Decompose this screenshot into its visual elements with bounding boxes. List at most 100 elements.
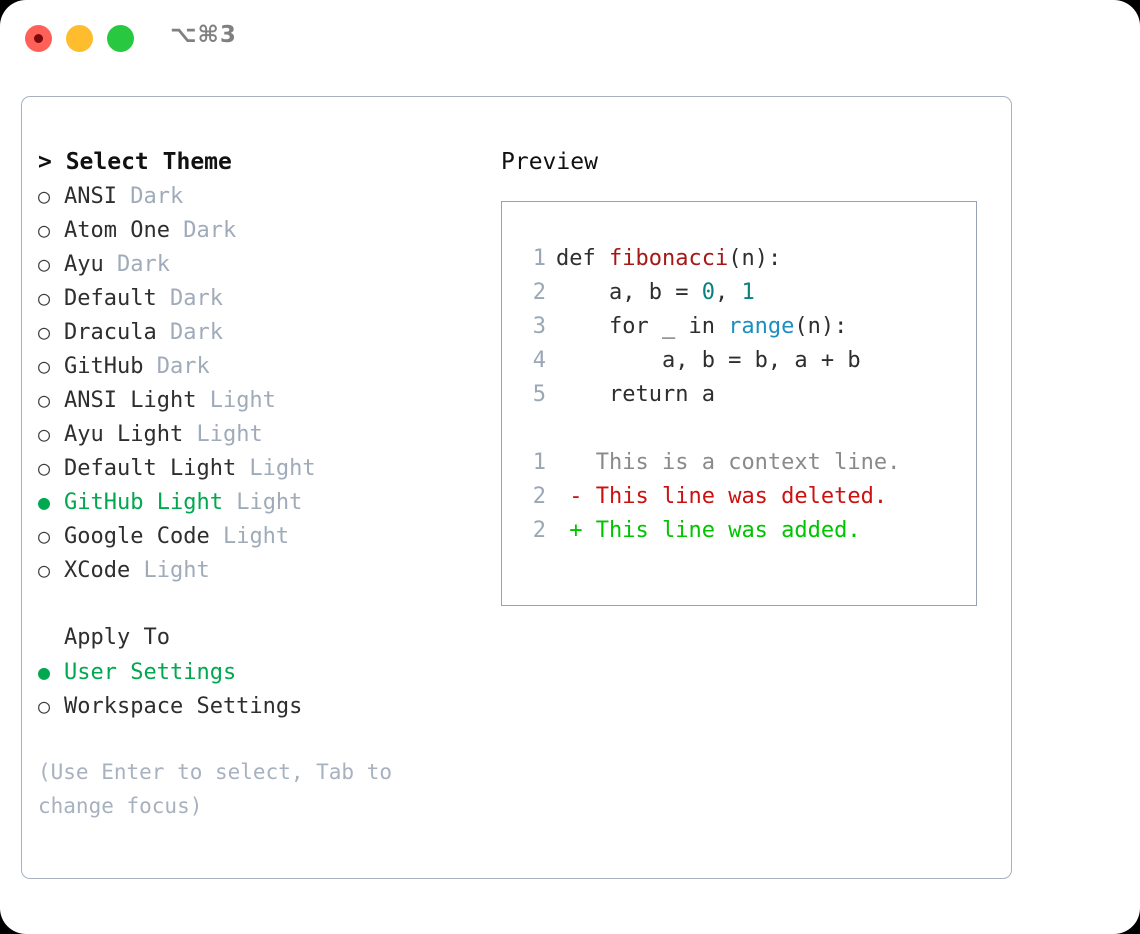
diff-marker: +: [556, 518, 583, 543]
theme-option-kind: Light: [196, 388, 276, 413]
diff-line-add: 2 + This line was added.: [524, 514, 970, 548]
line-number: 2: [532, 280, 546, 305]
apply-to-list: ● User Settings ○Workspace Settings: [38, 655, 488, 723]
code-token: fibonacci: [608, 246, 729, 271]
theme-option-label: ANSI Light: [64, 388, 197, 413]
code-token: return a: [556, 382, 715, 407]
theme-option-kind: Dark: [103, 252, 170, 277]
line-number: 2: [532, 484, 546, 509]
theme-option-ansi-light[interactable]: ○ ANSI Light Light: [38, 383, 488, 417]
line-number: 5: [532, 382, 546, 407]
theme-option-label: Ayu Light: [64, 422, 184, 447]
theme-option-ansi[interactable]: ○ANSI Dark: [38, 179, 488, 213]
theme-option-label: Default: [64, 286, 157, 311]
theme-option-label: GitHub: [64, 354, 144, 379]
diff-text: This line was deleted.: [582, 484, 888, 509]
radio-selected-icon: ●: [38, 660, 51, 684]
preview-title: Preview: [501, 149, 598, 175]
theme-option-kind: Light: [236, 456, 316, 481]
code-token: ,: [714, 280, 742, 305]
minimize-button-icon[interactable]: [66, 25, 93, 52]
theme-option-atom-one[interactable]: ○ Atom One Dark: [38, 213, 488, 247]
code-token: a, b =: [556, 280, 702, 305]
theme-selector-column: > Select Theme ○ANSI Dark○Atom One Dark○…: [38, 145, 488, 823]
code-token: def: [556, 246, 609, 271]
radio-selected-icon: ●: [38, 490, 51, 514]
diff-marker: [556, 450, 583, 475]
select-theme-header: > Select Theme: [38, 149, 232, 175]
close-button-icon[interactable]: [25, 25, 52, 52]
theme-option-github[interactable]: ○ GitHub Dark: [38, 349, 488, 383]
theme-option-google-code[interactable]: ○ Google Code Light: [38, 519, 488, 553]
theme-option-kind: Dark: [169, 218, 237, 243]
code-line: 4 a, b = b, a + b: [524, 344, 970, 378]
code-token: 1: [741, 280, 755, 305]
theme-option-label: Ayu: [64, 252, 104, 277]
line-number: 1: [532, 246, 546, 271]
theme-option-label: Default Light: [64, 456, 237, 481]
theme-option-kind: Dark: [156, 286, 223, 311]
theme-option-default-light[interactable]: ○ Default Light Light: [38, 451, 488, 485]
radio-unselected-icon: ○: [38, 286, 51, 310]
radio-unselected-icon: ○: [38, 524, 51, 548]
theme-option-label: ANSI: [64, 184, 117, 209]
code-token: (n):: [794, 314, 848, 339]
radio-unselected-icon: ○: [38, 184, 51, 208]
code-line: 3 for _ in range(n):: [524, 310, 970, 344]
code-token: range: [728, 314, 795, 339]
radio-unselected-icon: ○: [38, 354, 51, 378]
diff-line-del: 2 - This line was deleted.: [524, 480, 970, 514]
theme-option-label: GitHub Light: [64, 490, 223, 515]
apply-to-header: Apply To: [64, 625, 170, 650]
diff-text: This line was added.: [582, 518, 861, 543]
theme-option-dracula[interactable]: ○ Dracula Dark: [38, 315, 488, 349]
radio-unselected-icon: ○: [38, 320, 51, 344]
code-line: 2 a, b = 0, 1: [524, 276, 970, 310]
theme-option-label: Google Code: [64, 524, 210, 549]
line-number: 3: [532, 314, 546, 339]
line-number: 1: [532, 450, 546, 475]
theme-option-label: Dracula: [64, 320, 157, 345]
section-spacer: [38, 587, 488, 621]
theme-option-kind: Light: [209, 524, 290, 549]
code-diff-spacer: [524, 412, 970, 446]
theme-option-xcode[interactable]: ○XCode Light: [38, 553, 488, 587]
maximize-button-icon[interactable]: [107, 25, 134, 52]
theme-option-default[interactable]: ○ Default Dark: [38, 281, 488, 315]
diff-text: This is a context line.: [582, 450, 901, 475]
diff-marker: -: [556, 484, 583, 509]
keyboard-hint-text: (Use Enter to select, Tab to change focu…: [38, 760, 405, 818]
apply-to-option-workspace-settings[interactable]: ○Workspace Settings: [38, 689, 488, 723]
radio-unselected-icon: ○: [38, 422, 51, 446]
radio-unselected-icon: ○: [38, 456, 51, 480]
theme-option-github-light[interactable]: ● GitHub Light Light: [38, 485, 488, 519]
code-line: 5 return a: [524, 378, 970, 412]
code-token: a, b = b, a + b: [556, 348, 861, 373]
apply-to-option-user-settings[interactable]: ● User Settings: [38, 655, 488, 689]
theme-option-kind: Dark: [156, 320, 223, 345]
diff-line-ctx: 1 This is a context line.: [524, 446, 970, 480]
keyboard-shortcut-label: ⌥⌘3: [170, 22, 237, 48]
apply-to-option-label: User Settings: [64, 660, 237, 685]
radio-unselected-icon: ○: [38, 388, 51, 412]
theme-option-kind: Dark: [143, 354, 210, 379]
theme-option-kind: Light: [130, 558, 210, 583]
code-token: 0: [701, 280, 715, 305]
radio-unselected-icon: ○: [38, 252, 51, 276]
theme-option-kind: Light: [222, 490, 303, 515]
theme-option-ayu-light[interactable]: ○ Ayu Light Light: [38, 417, 488, 451]
apply-to-option-label: Workspace Settings: [64, 694, 303, 719]
radio-unselected-icon: ○: [38, 218, 51, 242]
theme-option-label: Atom One: [64, 218, 170, 243]
theme-option-kind: Light: [183, 422, 263, 447]
line-number: 2: [532, 518, 546, 543]
content-panel: > Select Theme ○ANSI Dark○Atom One Dark○…: [21, 96, 1012, 879]
theme-option-ayu[interactable]: ○ Ayu Dark: [38, 247, 488, 281]
title-bar: ⌥⌘3: [0, 0, 1140, 78]
